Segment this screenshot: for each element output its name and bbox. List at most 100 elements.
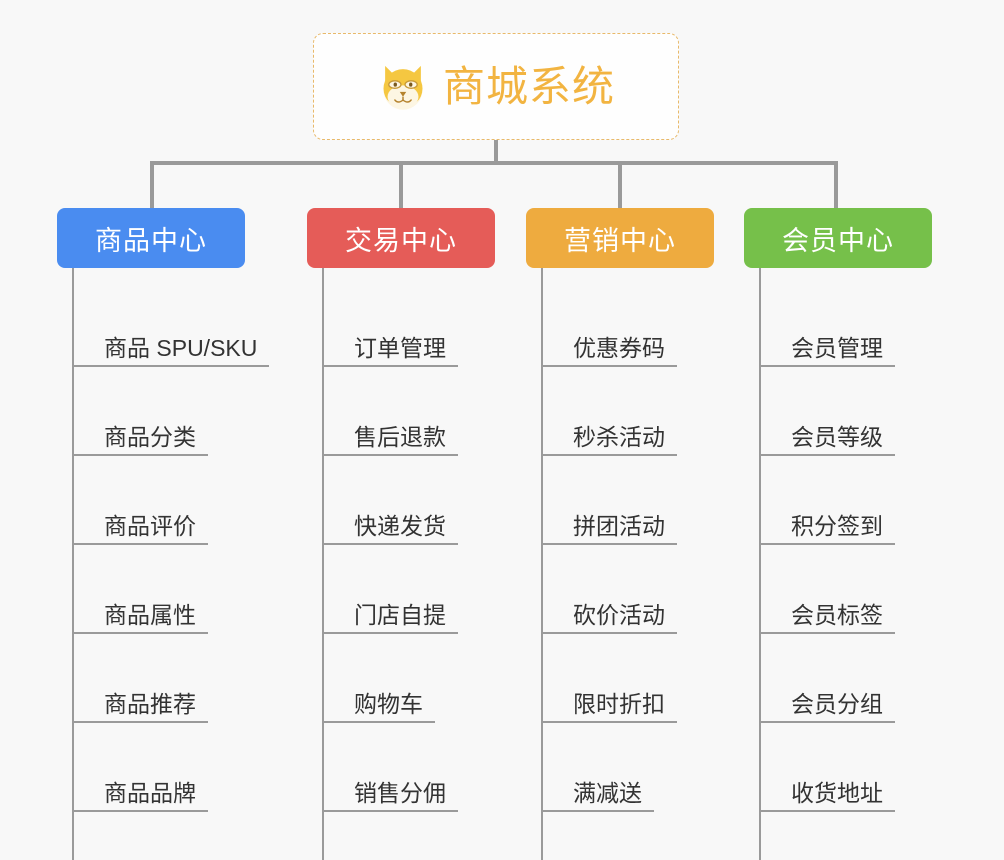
leaf-list-2: 订单管理 售后退款 快递发货 门店自提 购物车 销售分佣 [322,268,495,860]
leaf-underline [541,632,677,634]
branch-header-label-2: 交易中心 [345,225,457,256]
leaf-label: 购物车 [354,690,423,717]
leaf-label: 快递发货 [354,512,446,539]
leaf-item[interactable]: 商品 SPU/SKU [72,278,269,367]
leaf-label: 销售分佣 [354,779,446,806]
branch-header-3[interactable]: 营销中心 [526,208,714,268]
leaf-underline [322,632,458,634]
leaf-underline [322,810,458,812]
branch-marketing-center: 营销中心 优惠券码 秒杀活动 拼团活动 砍价活动 限时折扣 [526,208,714,860]
connector-drop-1 [150,161,154,208]
leaf-list-4: 会员管理 会员等级 积分签到 会员标签 会员分组 收货地址 [759,268,932,860]
leaf-item[interactable]: 积分签到 [759,456,932,545]
leaf-list-3: 优惠券码 秒杀活动 拼团活动 砍价活动 限时折扣 满减送 [541,268,714,860]
leaf-item[interactable]: 限时折扣 [541,634,714,723]
leaf-underline [759,721,895,723]
branch-header-label-1: 商品中心 [95,225,207,256]
leaf-item[interactable]: 会员管理 [759,278,932,367]
leaf-underline [759,543,895,545]
leaf-item[interactable]: 商品属性 [72,545,257,634]
leaf-underline [541,721,677,723]
leaf-underline [759,632,895,634]
leaf-underline [541,810,654,812]
dog-face-icon [383,65,423,110]
leaf-item[interactable]: 会员标签 [759,545,932,634]
leaf-label: 优惠券码 [573,334,665,361]
leaf-spine-2 [322,268,324,860]
leaf-label: 商品属性 [104,601,196,628]
branch-header-2[interactable]: 交易中心 [307,208,495,268]
leaf-item[interactable]: 订单管理 [322,278,495,367]
leaf-label: 收货地址 [791,779,883,806]
branch-header-4[interactable]: 会员中心 [744,208,932,268]
leaf-underline [72,721,208,723]
root-node[interactable]: 商城系统 [313,33,679,140]
leaf-item[interactable]: 砍价活动 [541,545,714,634]
leaf-spine-4 [759,268,761,860]
leaf-underline [72,632,208,634]
leaf-label: 商品评价 [104,512,196,539]
leaf-label: 砍价活动 [573,601,665,628]
leaf-underline [72,810,208,812]
leaf-item[interactable]: 商品分类 [72,367,257,456]
leaf-label: 商品分类 [104,423,196,450]
leaf-item[interactable]: 商品品牌 [72,723,257,812]
leaf-item[interactable]: 收货地址 [759,723,932,812]
leaf-item[interactable]: 售后退款 [322,367,495,456]
leaf-item[interactable]: 会员等级 [759,367,932,456]
leaf-underline [759,365,895,367]
connector-drop-3 [618,161,622,208]
branch-product-center: 商品中心 商品 SPU/SKU 商品分类 商品评价 商品属性 商品推荐 [57,208,269,860]
leaf-underline [759,810,895,812]
leaf-label: 积分签到 [791,512,883,539]
leaf-label: 限时折扣 [573,690,665,717]
leaf-item[interactable]: 优惠券码 [541,278,714,367]
leaf-underline [322,543,458,545]
leaf-item[interactable]: 会员分组 [759,634,932,723]
leaf-label: 会员分组 [791,690,883,717]
leaf-label: 会员标签 [791,601,883,628]
leaf-underline [322,454,458,456]
leaf-label: 商品推荐 [104,690,196,717]
leaf-underline [72,365,269,367]
leaf-label: 秒杀活动 [573,423,665,450]
leaf-label: 商品 SPU/SKU [104,334,258,361]
leaf-label: 会员等级 [791,423,883,450]
branch-header-label-4: 会员中心 [782,225,894,256]
leaf-underline [541,454,677,456]
branch-header-1[interactable]: 商品中心 [57,208,245,268]
leaf-label: 门店自提 [354,601,446,628]
leaf-underline [322,721,435,723]
leaf-underline [759,454,895,456]
leaf-item[interactable]: 商品推荐 [72,634,257,723]
leaf-item[interactable]: 秒杀活动 [541,367,714,456]
leaf-label: 订单管理 [354,334,446,361]
branch-member-center: 会员中心 会员管理 会员等级 积分签到 会员标签 会员分组 [744,208,932,860]
leaf-label: 满减送 [573,779,642,806]
leaf-underline [322,365,458,367]
leaf-item[interactable]: 满减送 [541,723,714,812]
connector-trunk [150,161,838,165]
branch-header-label-3: 营销中心 [564,225,676,256]
leaf-underline [72,454,208,456]
connector-stem [494,140,498,163]
leaf-label: 商品品牌 [104,779,196,806]
leaf-underline [72,543,208,545]
leaf-label: 会员管理 [791,334,883,361]
root-title: 商城系统 [442,62,615,110]
connector-drop-2 [399,161,403,208]
mindmap-canvas: 商城系统 商品中心 商品 SPU/SKU 商品分类 商品评价 商 [57,33,932,860]
connector-drop-4 [834,161,838,208]
leaf-item[interactable]: 拼团活动 [541,456,714,545]
leaf-item[interactable]: 商品评价 [72,456,257,545]
branch-trade-center: 交易中心 订单管理 售后退款 快递发货 门店自提 购物车 [307,208,495,860]
leaf-item[interactable]: 销售分佣 [322,723,495,812]
leaf-label: 拼团活动 [573,512,665,539]
leaf-label: 售后退款 [354,423,446,450]
leaf-spine-1 [72,268,74,860]
leaf-spine-3 [541,268,543,860]
leaf-underline [541,543,677,545]
leaf-item[interactable]: 门店自提 [322,545,495,634]
leaf-item[interactable]: 购物车 [322,634,495,723]
leaf-item[interactable]: 快递发货 [322,456,495,545]
